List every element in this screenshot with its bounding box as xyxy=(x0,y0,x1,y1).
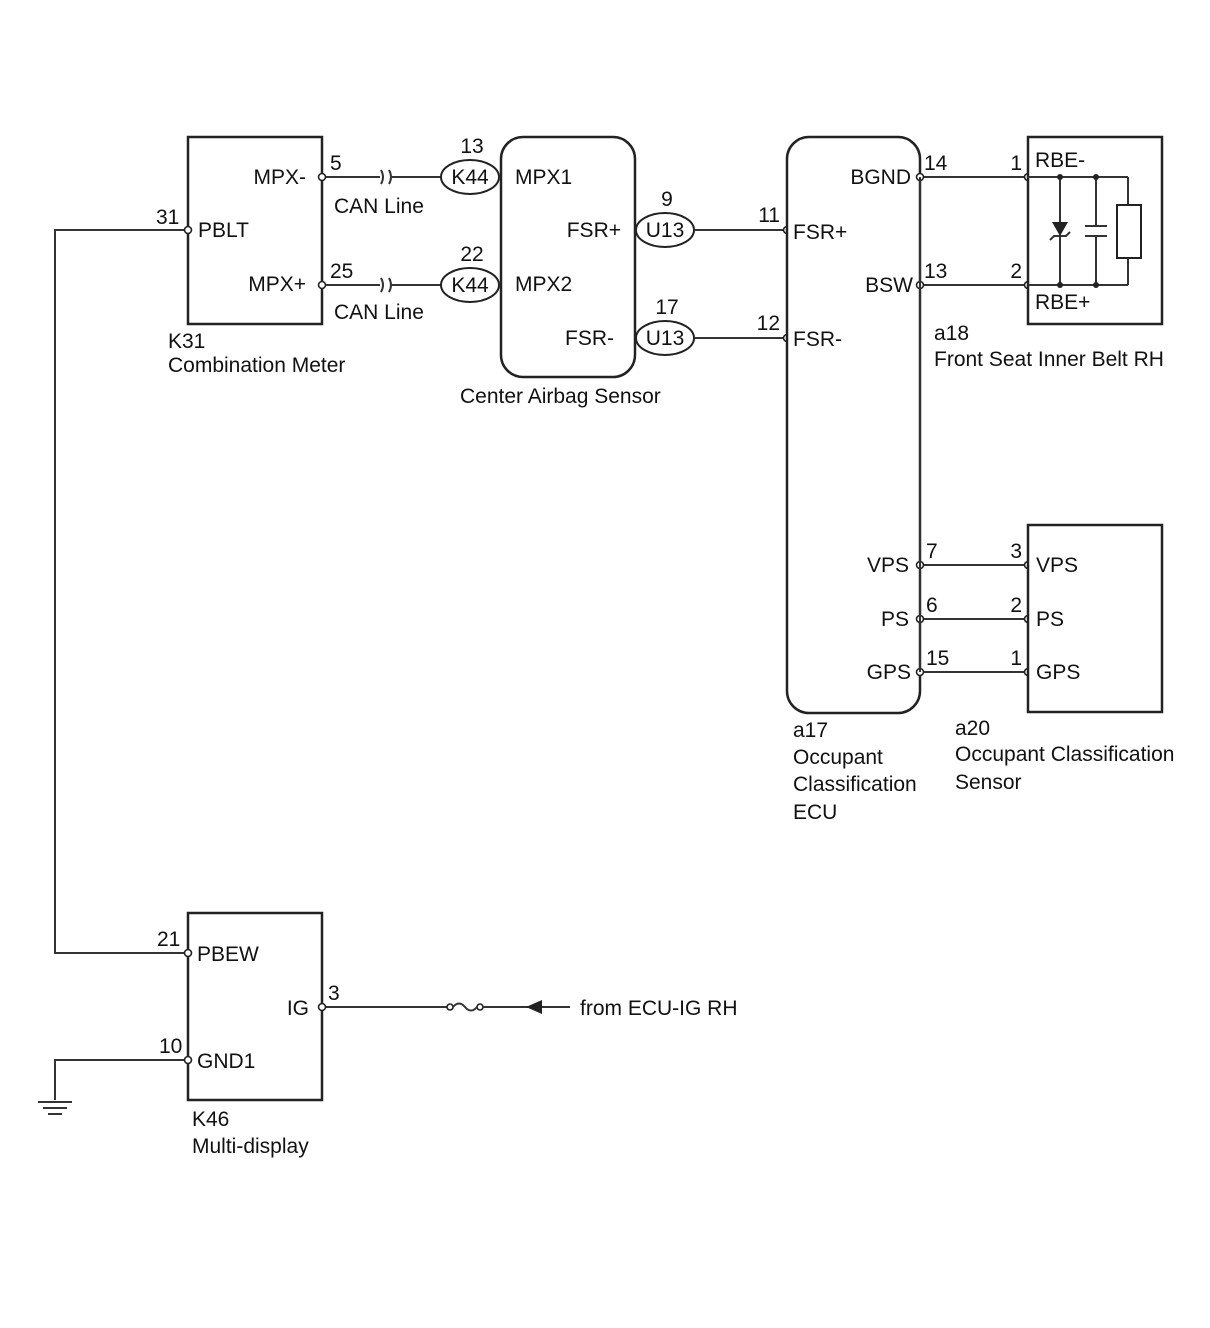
a17-pin-label-fsr-minus: FSR- xyxy=(793,328,842,351)
a17-name-line1: Occupant xyxy=(793,746,883,769)
k31-code: K31 xyxy=(168,330,205,353)
airbag-pin-label-fsr-minus: FSR- xyxy=(565,327,614,350)
airbag-name: Center Airbag Sensor xyxy=(460,385,661,408)
a17-pin-label-bgnd: BGND xyxy=(850,166,911,189)
k46-pin-label-ig: IG xyxy=(287,997,309,1020)
a18-pin-label-rbe-plus: RBE+ xyxy=(1035,291,1090,314)
a20-pin-label-gps: GPS xyxy=(1036,661,1080,684)
a20-code: a20 xyxy=(955,717,990,740)
center-airbag-sensor: MPX1 FSR+ MPX2 FSR- Center Airbag Sensor xyxy=(460,135,661,408)
a20-name-line2: Sensor xyxy=(955,771,1022,794)
resistor-symbol xyxy=(1116,204,1142,259)
terminal xyxy=(183,225,193,235)
k44-code-bottom: K44 xyxy=(451,274,489,297)
airbag-pin-label-mpx1: MPX1 xyxy=(515,166,572,189)
u13-pin-bottom: 17 xyxy=(655,296,678,319)
k31-pin-number-mpx-plus: 25 xyxy=(330,260,353,283)
k46-pin-number-ig: 3 xyxy=(328,982,340,1005)
a17-pin-label-ps: PS xyxy=(881,608,909,631)
k31-name: Combination Meter xyxy=(168,354,345,377)
power-source-label: from ECU-IG RH xyxy=(580,997,738,1020)
k31-pin-label-pblt: PBLT xyxy=(198,219,249,242)
can-line-label-bottom: CAN Line xyxy=(334,301,424,324)
k46-pin-number-pbew: 21 xyxy=(157,928,180,951)
a20-pin-number-gps: 1 xyxy=(1010,647,1022,670)
bsw-wire: 13 2 xyxy=(915,260,1033,290)
terminal xyxy=(183,1055,193,1065)
a18-pin-number-rbe-plus: 2 xyxy=(1010,260,1022,283)
multi-display-k46: PBEW IG GND1 K46 Multi-display 21 xyxy=(157,911,324,1158)
k46-name: Multi-display xyxy=(192,1135,309,1158)
zener-diode-symbol xyxy=(1052,222,1068,236)
ps-wire: 6 2 xyxy=(915,594,1033,624)
fsr-minus-wire: U13 17 12 xyxy=(635,296,792,356)
terminal xyxy=(317,1002,327,1012)
airbag-pin-label-fsr-plus: FSR+ xyxy=(567,219,621,242)
belt-switch-circuit xyxy=(1028,174,1142,288)
k44-pin-top: 13 xyxy=(460,135,483,158)
a17-pin-number-ps: 6 xyxy=(926,594,938,617)
k46-code: K46 xyxy=(192,1108,229,1131)
a20-pin-label-ps: PS xyxy=(1036,608,1064,631)
a17-name-line3: ECU xyxy=(793,801,837,824)
a20-pin-label-vps: VPS xyxy=(1036,554,1078,577)
a17-pin-label-fsr-plus: FSR+ xyxy=(793,221,847,244)
ground-icon xyxy=(38,1101,72,1115)
can-line-lower: 25 CAN Line K44 22 xyxy=(317,243,502,324)
a17-pin-number-fsr-plus: 11 xyxy=(758,204,780,227)
combination-meter-k31: MPX- PBLT MPX+ K31 Combination Meter xyxy=(168,135,345,377)
k31-pin-label-mpx-plus: MPX+ xyxy=(248,273,306,296)
ig-power-wire: 3 from ECU-IG RH xyxy=(317,982,738,1020)
u13-code-top: U13 xyxy=(646,219,685,242)
arrow-left-icon xyxy=(526,1000,542,1014)
u13-code-bottom: U13 xyxy=(646,327,685,350)
a17-pin-number-vps: 7 xyxy=(926,540,938,563)
ground-wire: 10 xyxy=(38,1035,193,1115)
a17-code: a17 xyxy=(793,719,828,742)
airbag-pin-label-mpx2: MPX2 xyxy=(515,273,572,296)
terminal xyxy=(183,948,193,958)
fuse-icon xyxy=(446,1002,484,1012)
a18-pin-number-rbe-minus: 1 xyxy=(1010,152,1022,175)
k31-pin-number-mpx-minus: 5 xyxy=(330,152,342,175)
front-seat-inner-belt-a18: RBE- RBE+ a18 Front Seat Inner Belt RH xyxy=(934,135,1164,371)
k31-pin-number-pblt: 31 xyxy=(156,206,179,229)
k44-pin-bottom: 22 xyxy=(460,243,483,266)
terminal xyxy=(317,172,327,182)
a17-pin-number-fsr-minus: 12 xyxy=(757,312,780,335)
pblt-pbew-wire: 31 xyxy=(54,206,193,954)
bgnd-wire: 14 1 xyxy=(915,152,1033,182)
a18-name: Front Seat Inner Belt RH xyxy=(934,348,1164,371)
a18-pin-label-rbe-minus: RBE- xyxy=(1035,149,1085,172)
a20-name-line1: Occupant Classification xyxy=(955,743,1174,766)
a20-pin-number-vps: 3 xyxy=(1010,540,1022,563)
can-line-upper: 5 CAN Line K44 13 xyxy=(317,135,502,218)
occupant-classification-sensor-a20: VPS PS GPS a20 Occupant Classification S… xyxy=(955,523,1174,794)
u13-pin-top: 9 xyxy=(661,188,673,211)
fsr-plus-wire: U13 9 11 xyxy=(635,188,792,248)
a17-name-line2: Classification xyxy=(793,773,917,796)
k46-pin-label-pbew: PBEW xyxy=(197,943,259,966)
a17-pin-label-bsw: BSW xyxy=(865,274,913,297)
a18-code: a18 xyxy=(934,322,969,345)
terminal xyxy=(317,280,327,290)
a17-pin-number-gps: 15 xyxy=(926,647,949,670)
a17-pin-number-bgnd: 14 xyxy=(924,152,948,175)
k46-pin-number-gnd1: 10 xyxy=(159,1035,182,1058)
can-line-label-top: CAN Line xyxy=(334,195,424,218)
occupant-classification-ecu-a17: BGND FSR+ BSW FSR- VPS PS GPS a17 Occupa… xyxy=(785,135,922,824)
a17-pin-label-vps: VPS xyxy=(867,554,909,577)
a20-pin-number-ps: 2 xyxy=(1010,594,1022,617)
k31-pin-label-mpx-minus: MPX- xyxy=(254,166,307,189)
k46-pin-label-gnd1: GND1 xyxy=(197,1050,255,1073)
vps-wire: 7 3 xyxy=(915,540,1033,570)
gps-wire: 15 1 xyxy=(915,647,1033,677)
a17-pin-number-bsw: 13 xyxy=(924,260,947,283)
a17-pin-label-gps: GPS xyxy=(867,661,911,684)
k44-code-top: K44 xyxy=(451,166,489,189)
